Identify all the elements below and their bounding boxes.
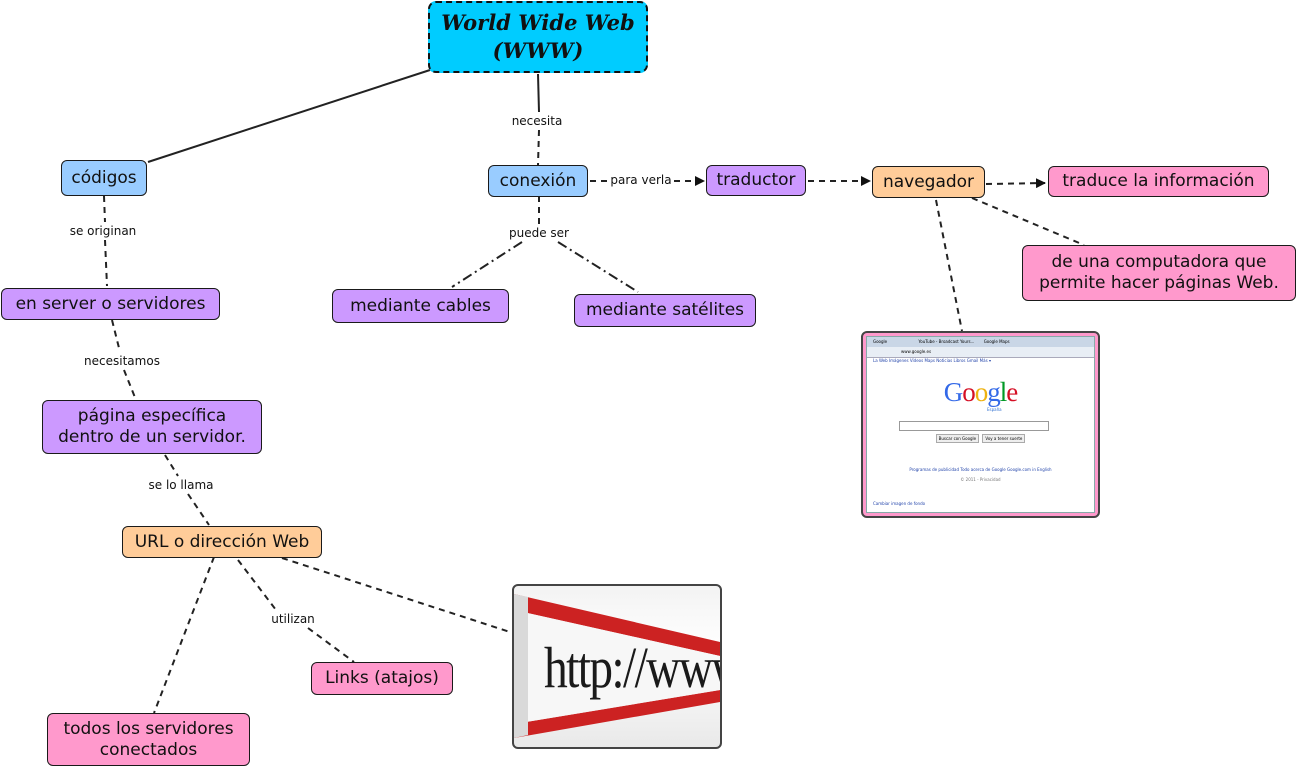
link-navegador-computadora xyxy=(972,198,1084,245)
node-navegador[interactable]: navegador xyxy=(872,166,985,198)
tab-youtube: YouTube - Broadcast Yours... xyxy=(918,339,974,344)
link-root-necesita xyxy=(538,74,539,112)
tab-google: Google xyxy=(873,339,887,344)
link-root-codigos xyxy=(148,70,430,162)
google-search-button: Buscar con Google xyxy=(936,434,980,443)
google-buttons: Buscar con Google Voy a tener suerte xyxy=(867,434,1094,443)
google-browser-image[interactable]: Google YouTube - Broadcast Yours... Goog… xyxy=(861,331,1100,518)
tab-maps: Google Maps xyxy=(984,339,1010,344)
label-necesitamos: necesitamos xyxy=(82,354,162,368)
label-necesita: necesita xyxy=(510,114,565,128)
link-pagina-selollama xyxy=(165,455,178,476)
node-world-wide-web[interactable]: World Wide Web (WWW) xyxy=(428,1,648,73)
link-selollama-url xyxy=(188,494,209,525)
http-address-image[interactable]: http://www. xyxy=(512,584,722,749)
google-lucky-button: Voy a tener suerte xyxy=(982,434,1025,443)
http-text: http://www. xyxy=(544,638,722,698)
node-links-atajos[interactable]: Links (atajos) xyxy=(311,662,453,695)
link-url-todos xyxy=(154,557,214,713)
link-puedeser-satelites xyxy=(558,242,638,292)
node-server-o-servidores[interactable]: en server o servidores xyxy=(1,288,220,320)
label-se-lo-llama: se lo llama xyxy=(146,478,215,492)
google-sublogo: España xyxy=(987,407,1002,412)
link-necesitamos-pagina xyxy=(124,370,136,400)
node-de-una-computadora[interactable]: de una computadora que permite hacer pág… xyxy=(1022,245,1296,301)
address-text: www.google.es xyxy=(901,349,931,354)
google-footer-links: Programas de publicidad Todo acerca de G… xyxy=(867,467,1094,472)
browser-tabs: Google YouTube - Broadcast Yours... Goog… xyxy=(867,337,1094,347)
link-seoriginan-server xyxy=(105,240,107,286)
label-puede-ser: puede ser xyxy=(507,226,571,240)
address-bar: www.google.es xyxy=(867,347,1094,358)
node-traductor[interactable]: traductor xyxy=(706,165,806,196)
link-url-utilizan xyxy=(238,560,276,610)
link-server-necesitamos xyxy=(112,320,120,352)
link-puedeser-cables xyxy=(452,242,522,287)
google-search-box xyxy=(899,421,1049,431)
node-conexion[interactable]: conexión xyxy=(488,165,588,197)
node-traduce-la-informacion[interactable]: traduce la información xyxy=(1048,166,1269,197)
link-navegador-google xyxy=(936,200,962,331)
label-se-originan: se originan xyxy=(68,224,139,238)
node-codigos[interactable]: códigos xyxy=(61,160,147,196)
link-utilizan-links xyxy=(308,628,354,662)
node-mediante-satelites[interactable]: mediante satélites xyxy=(574,294,756,327)
label-para-verla: para verla xyxy=(608,173,673,187)
link-codigos-seoriginan xyxy=(104,196,105,222)
node-url-direccion-web[interactable]: URL o dirección Web xyxy=(122,526,322,558)
browser-window: Google YouTube - Broadcast Yours... Goog… xyxy=(866,336,1095,513)
google-nav: La Web Imágenes Vídeos Maps Noticias Lib… xyxy=(867,358,1094,366)
node-todos-los-servidores[interactable]: todos los servidores conectados xyxy=(47,713,250,766)
link-necesita-conexion xyxy=(538,130,539,165)
google-change-background: Cambiar imagen de fondo xyxy=(873,501,925,506)
node-pagina-especifica[interactable]: página específica dentro de un servidor. xyxy=(42,400,262,454)
label-utilizan: utilizan xyxy=(269,612,317,626)
link-navegador-traduce xyxy=(986,183,1045,184)
google-footer-copyright: © 2011 - Privacidad xyxy=(867,477,1094,482)
google-logo: Google xyxy=(867,377,1094,408)
node-mediante-cables[interactable]: mediante cables xyxy=(332,289,509,323)
